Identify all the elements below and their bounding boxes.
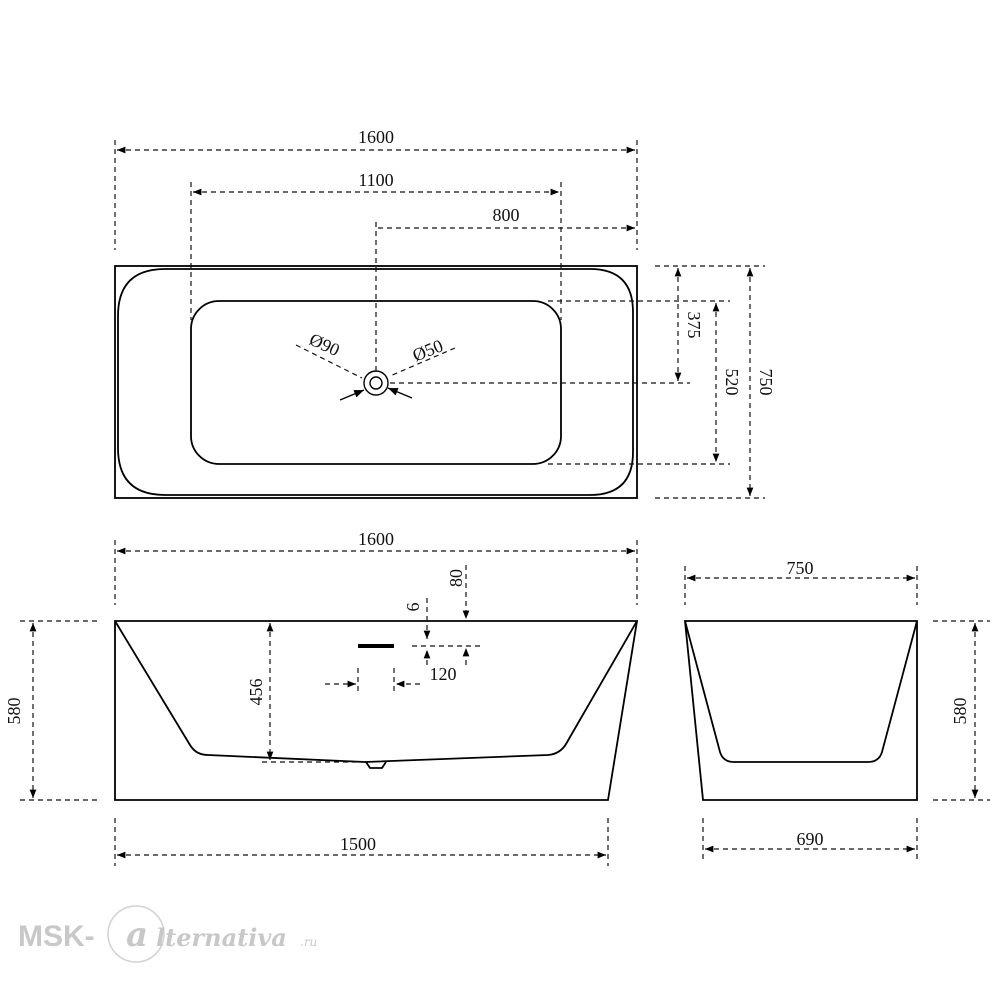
dim-label-d50: Ø50	[410, 335, 446, 365]
top-rim-outline	[117, 268, 634, 496]
dim-label-520: 520	[722, 369, 742, 396]
front-view: 1600 1500 580 456 6 80 120	[4, 529, 639, 866]
dim-label-690: 690	[797, 829, 824, 849]
leader-d90-arrow	[339, 389, 365, 401]
dim-label-d90: Ø90	[306, 329, 343, 360]
side-outer-outline	[684, 620, 918, 801]
top-view: 1600 1100 800 375 520 750 Ø90 Ø50	[114, 127, 776, 499]
dim-label-1500: 1500	[340, 834, 376, 854]
leader-d50	[389, 347, 456, 377]
top-outer-frame	[114, 265, 638, 499]
dim-label-1100: 1100	[358, 170, 393, 190]
dim-label-1600-top: 1600	[358, 127, 394, 147]
watermark-prefix: MSK-	[18, 920, 95, 953]
watermark-suffix: .ru	[300, 935, 317, 949]
dim-label-6: 6	[403, 603, 423, 612]
watermark-letter: a	[126, 915, 148, 955]
side-inner-profile	[684, 620, 918, 763]
leader-d50-arrow	[387, 387, 413, 399]
watermark-ring	[107, 905, 165, 963]
dim-label-120: 120	[430, 664, 457, 684]
drain-outer-circle	[363, 370, 389, 396]
leader-d90	[295, 344, 363, 379]
dim-label-800: 800	[493, 205, 520, 225]
side-view: 750 690 580	[684, 558, 990, 862]
front-outer-outline	[114, 620, 639, 801]
dim-label-456: 456	[246, 679, 266, 706]
dim-label-580-front: 580	[4, 698, 24, 725]
dim-label-580-side: 580	[950, 698, 970, 725]
dim-label-375: 375	[684, 312, 704, 339]
front-inner-profile	[114, 620, 638, 763]
dim-label-750-top: 750	[756, 369, 776, 396]
front-drain	[365, 761, 387, 769]
watermark-logo: MSK- a lternativa .ru	[18, 905, 317, 963]
dim-label-750-side: 750	[787, 558, 814, 578]
dim-label-1600-front: 1600	[358, 529, 394, 549]
watermark-rest: lternativa	[156, 923, 287, 952]
drain-inner-circle	[369, 376, 383, 390]
dim-label-80: 80	[446, 569, 466, 587]
